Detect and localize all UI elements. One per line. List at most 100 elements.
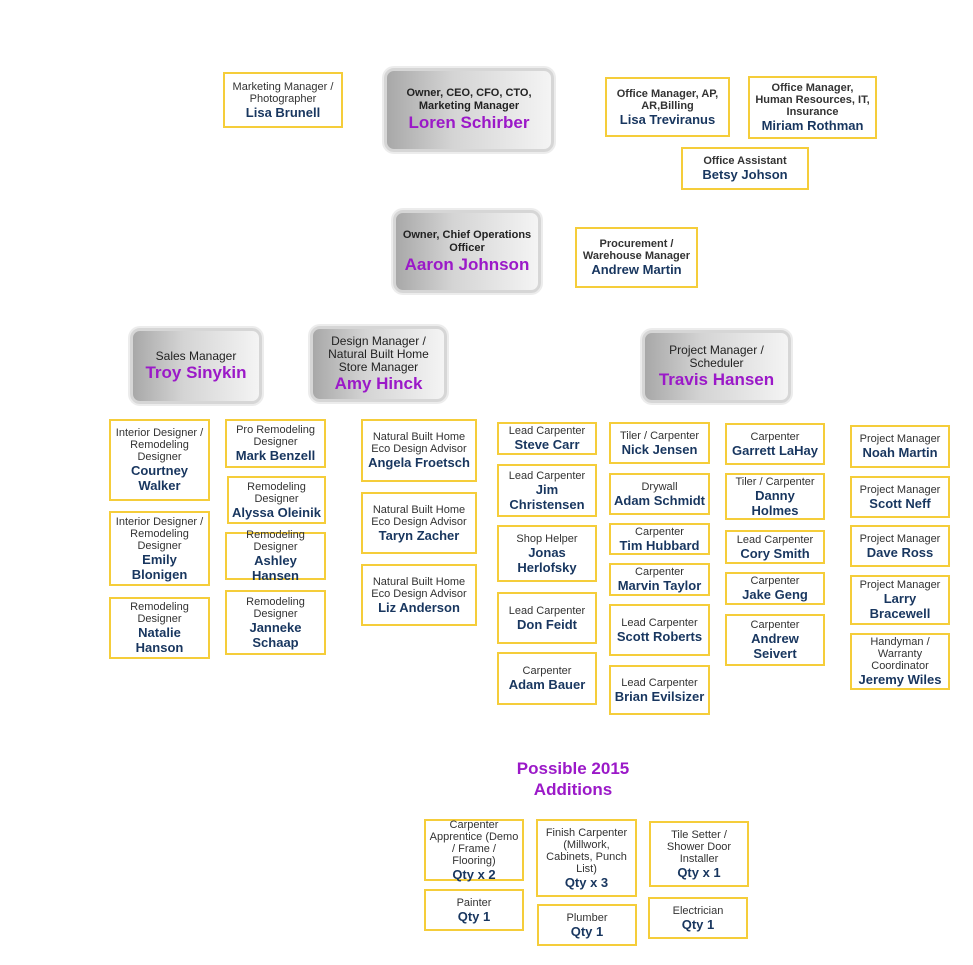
role-title: Plumber — [566, 911, 608, 924]
person-name: Scott Roberts — [616, 628, 703, 644]
card-electrician: Electrician Qty 1 — [648, 897, 748, 939]
role-title: Remodeling Designer — [246, 595, 305, 620]
role-title: Procurement / Warehouse Manager — [582, 238, 691, 262]
card-scott-neff: Project Manager Scott Neff — [850, 476, 950, 518]
role-title: Project Manager — [859, 483, 941, 496]
person-name: Garrett LaHay — [732, 442, 818, 458]
role-title: Drywall — [641, 480, 678, 493]
card-cory-smith: Lead Carpenter Cory Smith — [725, 530, 825, 564]
role-title: Carpenter — [750, 575, 800, 587]
person-name: Janneke Schaap — [249, 619, 302, 650]
card-betsy-johson: Office Assistant Betsy Johson — [681, 147, 809, 190]
role-title: Lead Carpenter — [508, 425, 586, 437]
card-carpenter-apprentice: Carpenter Apprentice (Demo / Frame / Flo… — [424, 818, 524, 882]
card-jeremy-wiles: Handyman / Warranty Coordinator Jeremy W… — [850, 633, 950, 690]
quantity: Qty x 3 — [564, 874, 609, 890]
person-name: Alyssa Oleinik — [232, 504, 321, 520]
card-liz-anderson: Natural Built Home Eco Design Advisor Li… — [361, 564, 477, 626]
card-aaron-johnson: Owner, Chief Operations Officer Aaron Jo… — [393, 210, 541, 293]
role-title: Shop Helper — [516, 532, 578, 545]
person-name: Aaron Johnson — [404, 254, 530, 274]
card-emily-blonigen: Interior Designer / Remodeling Designer … — [109, 511, 210, 586]
person-name: Lisa Treviranus — [619, 111, 716, 127]
role-title: Remodeling Designer — [247, 480, 306, 505]
card-travis-hansen: Project Manager / Scheduler Travis Hanse… — [642, 330, 791, 403]
person-name: Scott Neff — [869, 495, 931, 511]
card-jonas-herlofsky: Shop Helper Jonas Herlofsky — [497, 525, 597, 582]
person-name: Dave Ross — [866, 544, 934, 560]
card-jake-geng: Carpenter Jake Geng — [725, 572, 825, 605]
role-title: Painter — [456, 896, 492, 909]
card-andrew-seivert: Carpenter Andrew Seivert — [725, 614, 825, 666]
additions-heading: Possible 2015 Additions — [516, 759, 630, 799]
card-finish-carpenter: Finish Carpenter (Millwork, Cabinets, Pu… — [536, 819, 637, 897]
role-title: Office Manager, AP, AR,Billing — [616, 87, 719, 112]
person-name: Natalie Hanson — [135, 625, 184, 655]
card-garrett-lahay: Carpenter Garrett LaHay — [725, 423, 825, 465]
card-lisa-treviranus: Office Manager, AP, AR,Billing Lisa Trev… — [605, 77, 730, 137]
person-name: Cory Smith — [740, 545, 810, 561]
person-name: Miriam Rothman — [761, 118, 864, 133]
card-alyssa-oleinik: Remodeling Designer Alyssa Oleinik — [227, 476, 326, 524]
card-larry-bracewell: Project Manager Larry Bracewell — [850, 575, 950, 625]
card-lisa-brunell: Marketing Manager / Photographer Lisa Br… — [223, 72, 343, 128]
card-tile-setter: Tile Setter / Shower Door Installer Qty … — [649, 821, 749, 887]
quantity: Qty 1 — [681, 916, 715, 932]
role-title: Owner, Chief Operations Officer — [402, 228, 532, 254]
person-name: Jeremy Wiles — [858, 672, 942, 687]
card-miriam-rothman: Office Manager, Human Resources, IT, Ins… — [748, 76, 877, 139]
role-title: Natural Built Home Eco Design Advisor — [371, 503, 467, 528]
card-danny-holmes: Tiler / Carpenter Danny Holmes — [725, 473, 825, 520]
card-plumber: Plumber Qty 1 — [537, 904, 637, 946]
person-name: Travis Hansen — [658, 369, 775, 389]
card-courtney-walker: Interior Designer / Remodeling Designer … — [109, 419, 210, 501]
role-title: Handyman / Warranty Coordinator — [870, 636, 930, 672]
card-adam-bauer: Carpenter Adam Bauer — [497, 652, 597, 705]
role-title: Interior Designer / Remodeling Designer — [115, 427, 204, 463]
role-title: Natural Built Home Eco Design Advisor — [371, 431, 467, 455]
role-title: Remodeling Designer — [130, 601, 189, 625]
person-name: Andrew Seivert — [751, 631, 799, 661]
person-name: Don Feidt — [517, 616, 577, 632]
card-janneke-schaap: Remodeling Designer Janneke Schaap — [225, 590, 326, 655]
role-title: Interior Designer / Remodeling Designer — [115, 515, 204, 552]
person-name: Lisa Brunell — [245, 104, 321, 120]
person-name: Liz Anderson — [378, 599, 460, 615]
card-dave-ross: Project Manager Dave Ross — [850, 525, 950, 567]
role-title: Office Assistant — [703, 155, 787, 167]
role-title: Carpenter — [635, 525, 684, 538]
person-name: Taryn Zacher — [378, 527, 460, 543]
card-mark-benzell: Pro Remodeling Designer Mark Benzell — [225, 419, 326, 468]
card-jim-christensen: Lead Carpenter Jim Christensen — [497, 464, 597, 517]
role-title: Tile Setter / Shower Door Installer — [666, 828, 732, 865]
card-brian-evilsizer: Lead Carpenter Brian Evilsizer — [609, 665, 710, 715]
card-amy-hinck: Design Manager / Natural Built Home Stor… — [310, 326, 447, 402]
person-name: Danny Holmes — [751, 487, 799, 518]
role-title: Pro Remodeling Designer — [236, 424, 315, 448]
person-name: Larry Bracewell — [869, 591, 931, 621]
role-title: Sales Manager — [155, 348, 237, 363]
card-angela-froetsch: Natural Built Home Eco Design Advisor An… — [361, 419, 477, 482]
card-nick-jensen: Tiler / Carpenter Nick Jensen — [609, 422, 710, 464]
person-name: Amy Hinck — [334, 373, 423, 393]
card-steve-carr: Lead Carpenter Steve Carr — [497, 422, 597, 455]
role-title: Carpenter — [635, 566, 684, 578]
quantity: Qty 1 — [570, 923, 604, 939]
person-name: Adam Bauer — [508, 677, 586, 692]
role-title: Carpenter Apprentice (Demo / Frame / Flo… — [429, 818, 519, 867]
card-don-feidt: Lead Carpenter Don Feidt — [497, 592, 597, 644]
role-title: Project Manager — [859, 532, 941, 545]
person-name: Noah Martin — [862, 445, 938, 460]
role-title: Carpenter — [522, 665, 572, 677]
card-scott-roberts: Lead Carpenter Scott Roberts — [609, 604, 710, 656]
person-name: Jim Christensen — [509, 481, 585, 512]
quantity: Qty x 1 — [677, 864, 721, 880]
person-name: Adam Schmidt — [614, 492, 706, 508]
card-marvin-taylor: Carpenter Marvin Taylor — [609, 563, 710, 596]
card-tim-hubbard: Carpenter Tim Hubbard — [609, 523, 710, 555]
role-title: Carpenter — [750, 619, 800, 631]
card-loren-schirber: Owner, CEO, CFO, CTO, Marketing Manager … — [384, 68, 554, 152]
person-name: Courtney Walker — [130, 463, 189, 493]
role-title: Carpenter — [750, 430, 800, 443]
role-title: Design Manager / Natural Built Home Stor… — [328, 333, 429, 374]
